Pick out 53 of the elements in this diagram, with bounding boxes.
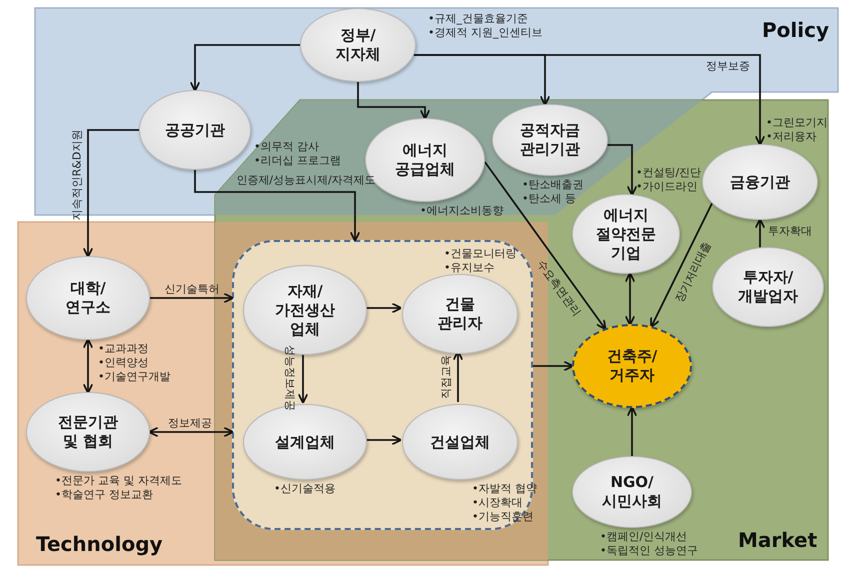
bullet-note: •규제_건물효율기준 (428, 12, 528, 26)
bullet-note: •저리융자 (766, 130, 816, 144)
bullet-note: •가이드라인 (636, 180, 698, 194)
bullet-note: •그린모기지 (766, 116, 828, 130)
panel-title: Policy (762, 18, 830, 42)
connector-arrow (82, 129, 139, 258)
bullet-note: •캠페인/인식개선 (600, 530, 688, 544)
bullet-note: •전문가 교육 및 자격제도 (55, 474, 182, 488)
edge-label: 직접교육 (438, 355, 454, 399)
panel-title: Technology (36, 532, 163, 556)
connector-arrow (357, 82, 430, 120)
bullet-note: •독립적인 성능연구 (600, 544, 698, 558)
bullet-note: •에너지소비동향 (420, 204, 504, 218)
bullet-note: •학술연구 정보교환 (55, 488, 153, 502)
bullet-note: •경제적 지원_인센티브 (428, 26, 542, 40)
connector-arrow (150, 292, 234, 304)
connector-arrow (533, 360, 574, 372)
organization-ellipse: 건물 관리자 (402, 274, 518, 354)
bullet-note: •신기술적용 (274, 482, 336, 496)
bullet-note: •자발적 협약 (472, 482, 537, 496)
bullet-note: •인력양성 (98, 356, 148, 370)
connector-arrow (190, 44, 300, 92)
bullet-note: •기능직훈련 (472, 510, 534, 524)
edge-label: 투자확대 (768, 224, 812, 238)
connector-arrow (365, 302, 402, 314)
connector-arrow (607, 144, 638, 196)
edge-label: 정보제공 (168, 416, 212, 430)
connector-arrow (754, 218, 766, 248)
bullet-note: •유지보수 (444, 261, 494, 275)
connector-arrow (148, 426, 234, 438)
edge-label: 지속적인R&D지원 (70, 130, 84, 220)
bullet-note: •기술연구개발 (98, 370, 170, 384)
bullet-note: •건물모니터링 (444, 247, 516, 261)
connector-arrow (298, 353, 308, 404)
bullet-note: •시장확대 (472, 496, 522, 510)
edge-label: 신기술특허 (164, 282, 220, 296)
connector-arrow (194, 170, 360, 242)
connector-arrow (650, 202, 713, 328)
organization-ellipse: 건설업체 (402, 404, 518, 480)
bullet-note: •컨설팅/진단 (636, 166, 702, 180)
bullet-note: •의무적 감사 (254, 140, 319, 154)
bullet-note: •교과과정 (98, 342, 148, 356)
connector-arrow (365, 434, 402, 446)
bullet-note: •탄소배출권 (522, 178, 584, 192)
connector-arrow (82, 338, 94, 394)
bullet-note: •리더십 프로그램 (254, 154, 341, 168)
panel-title: Market (738, 528, 818, 552)
connector-arrow (626, 406, 638, 456)
connector-arrow (484, 161, 606, 330)
connector-arrow (624, 272, 636, 326)
edge-label: 성능정보제공 (282, 345, 298, 411)
edge-label: 정부보증 (706, 58, 750, 74)
connector-arrow (414, 54, 766, 146)
